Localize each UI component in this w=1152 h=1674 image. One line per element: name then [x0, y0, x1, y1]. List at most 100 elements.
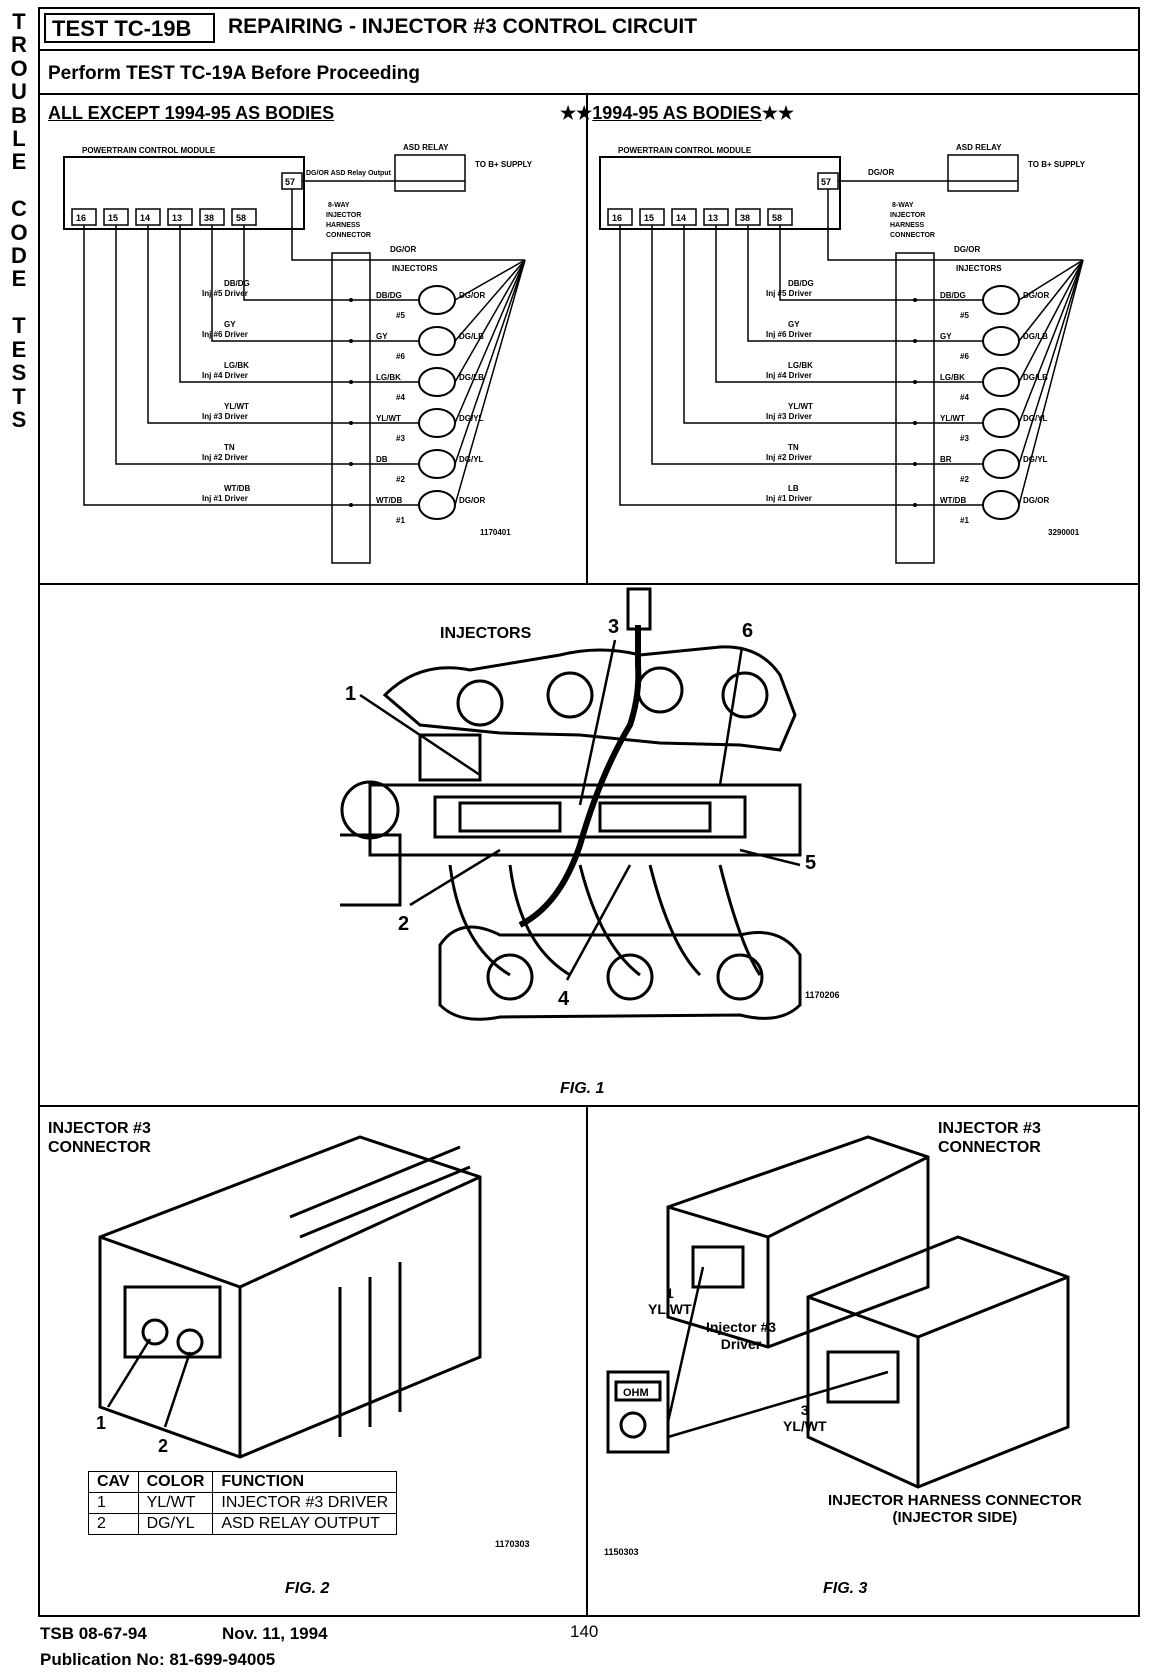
- meter-label: OHM: [623, 1387, 649, 1399]
- harness-label: INJECTOR HARNESS CONNECTOR: [828, 1492, 1082, 1509]
- side-tab-letter: T: [12, 313, 26, 339]
- driver-wire: [83, 225, 351, 506]
- asd-feed-wire: [827, 189, 1083, 261]
- driver-name-label: Inj #5 Driver: [766, 289, 812, 298]
- injector-wire-label: BR: [940, 455, 952, 464]
- asd-relay-label: ASD RELAY: [956, 143, 1002, 152]
- driver-wire-label: WT/DB: [224, 484, 250, 493]
- pcm-pin-label: 15: [108, 213, 118, 223]
- fig1-panel: INJECTORS: [40, 585, 1138, 1107]
- callout-5: 5: [805, 852, 816, 874]
- fig2-panel: INJECTOR #3 CONNECTOR 1 2 CAV COLOR FUNC…: [40, 1107, 588, 1615]
- fig2-callout-2: 2: [158, 1436, 168, 1456]
- driver-wire: [747, 225, 915, 342]
- cavity-table: CAV COLOR FUNCTION 1 YL/WT INJECTOR #3 D…: [88, 1471, 398, 1535]
- injector-number: #2: [396, 475, 405, 484]
- injector-symbol: [982, 408, 1020, 438]
- injector-return-label: DG/YL: [1023, 414, 1048, 423]
- injector-illustration: 1 2 3 4 5 6: [340, 587, 816, 1021]
- fig3-panel: INJECTOR #3 CONNECTOR OHM 1 YL/WT Inject…: [588, 1107, 1138, 1615]
- injector-number: #3: [960, 434, 969, 443]
- driver-name-label: Inj #4 Driver: [766, 371, 812, 380]
- injector-return-label: DG/LB: [459, 373, 484, 382]
- driver-wire-label: YL/WT: [224, 402, 249, 411]
- injector-wire-label: GY: [940, 332, 952, 341]
- harness-connector-label: HARNESS: [890, 222, 925, 229]
- injector-number: #1: [396, 516, 405, 525]
- injector-wire-label: YL/WT: [376, 414, 401, 423]
- page-subtitle: Perform TEST TC-19A Before Proceeding: [48, 63, 420, 84]
- pcm-label: POWERTRAIN CONTROL MODULE: [82, 146, 216, 155]
- driver-wire-label: DB/DG: [788, 279, 814, 288]
- asd-output-label: DG/OR ASD Relay Output: [306, 170, 392, 177]
- side-tab-letter: E: [11, 266, 27, 292]
- pcm-pin-label: 13: [708, 213, 718, 223]
- harness-label-block: INJECTOR HARNESS CONNECTOR (INJECTOR SID…: [828, 1492, 1082, 1526]
- fig1-caption: FIG. 1: [560, 1080, 605, 1097]
- table-row: 1 YL/WT INJECTOR #3 DRIVER: [88, 1492, 398, 1514]
- driver-wire: [715, 225, 915, 383]
- col-color: COLOR: [137, 1471, 214, 1493]
- injector-symbol: [418, 490, 456, 520]
- harness-connector-label: 8-WAY: [328, 202, 350, 209]
- right-schematic-heading-wrap: ★★1994-95 AS BODIES★★: [560, 103, 794, 124]
- pcm-pin-label: 13: [172, 213, 182, 223]
- cell-color: DG/YL: [137, 1513, 214, 1535]
- driver-wire-label: LG/BK: [224, 361, 249, 370]
- harness-connector-label: 8-WAY: [892, 202, 914, 209]
- pcm-pin-label: 38: [740, 213, 750, 223]
- injector-return-label: DG/OR: [1023, 291, 1049, 300]
- table-row: 2 DG/YL ASD RELAY OUTPUT: [88, 1513, 398, 1535]
- fig2-code: 1170303: [495, 1539, 530, 1549]
- callout-4: 4: [558, 988, 570, 1010]
- injector-wire-label: LG/BK: [940, 373, 965, 382]
- injector-number: #6: [396, 352, 405, 361]
- dgor-label: DG/OR: [390, 245, 416, 254]
- injector-return-wire: [454, 259, 526, 465]
- injector-return-wire: [1018, 259, 1084, 424]
- injectors-label: INJECTORS: [956, 264, 1002, 273]
- page-number: 140: [570, 1622, 599, 1641]
- injector-wire-label: YL/WT: [940, 414, 965, 423]
- injector-number: #6: [960, 352, 969, 361]
- driver-wire: [147, 225, 351, 424]
- harness-connector-label: HARNESS: [326, 222, 361, 229]
- injector-return-label: DG/YL: [459, 455, 484, 464]
- harness-connector-label: INJECTOR: [890, 212, 925, 219]
- callout-1: 1: [345, 683, 356, 705]
- injector-return-wire: [454, 259, 526, 424]
- injector-wire-label: DB: [376, 455, 388, 464]
- injector-number: #1: [960, 516, 969, 525]
- injector-number: #2: [960, 475, 969, 484]
- driver-name-label: Inj #1 Driver: [766, 494, 812, 503]
- to-supply-label: TO B+ SUPPLY: [475, 160, 533, 169]
- connector-illustration: 1 2: [96, 1135, 482, 1459]
- driver-name-label: Inj #5 Driver: [202, 289, 248, 298]
- schematic-code: 3290001: [1048, 528, 1080, 537]
- driver-wire: [683, 225, 915, 424]
- side-tab-letter: T: [12, 9, 26, 34]
- injector-number: #3: [396, 434, 405, 443]
- page-title: REPAIRING - INJECTOR #3 CONTROL CIRCUIT: [228, 15, 698, 38]
- pin1-number: 1: [665, 1285, 674, 1301]
- injector-symbol: [982, 449, 1020, 479]
- page-frame: TEST TC-19B REPAIRING - INJECTOR #3 CONT…: [38, 7, 1140, 1617]
- pcm-label: POWERTRAIN CONTROL MODULE: [618, 146, 752, 155]
- driver-wire-label: GY: [788, 320, 800, 329]
- injector-symbol: [982, 367, 1020, 397]
- injector-number: #4: [396, 393, 405, 402]
- driver-name-label: Inj #2 Driver: [202, 453, 248, 462]
- side-tab-letter: E: [11, 149, 27, 175]
- test-id: TEST TC-19B: [44, 13, 215, 43]
- pcm-pin-label: 15: [644, 213, 654, 223]
- injector-return-label: DG/LB: [1023, 332, 1048, 341]
- side-tab-letter: B: [11, 102, 27, 128]
- side-tab-letter: L: [12, 126, 26, 152]
- driver-wire: [651, 225, 915, 465]
- fig3-code: 1150303: [604, 1547, 639, 1557]
- injector-return-label: DG/OR: [459, 291, 485, 300]
- side-tab-letter: S: [11, 406, 27, 432]
- harness-connector-box: [895, 252, 935, 564]
- side-tab-letter: R: [11, 32, 27, 58]
